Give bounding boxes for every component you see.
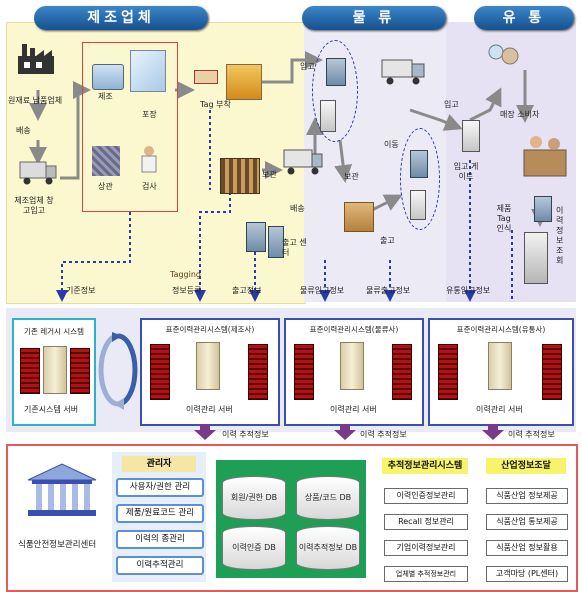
- tag-attach-label: Tag 부착: [200, 100, 231, 110]
- sync-arrows-icon: [98, 330, 138, 410]
- industry-info-title: 산업정보조달: [486, 458, 566, 474]
- log-server-right-icon: [392, 344, 412, 400]
- dist-server-label: 이력관리 서버: [476, 404, 523, 415]
- industry-item-use[interactable]: 식품산업 정보활용: [486, 540, 568, 556]
- truck3-icon: [380, 54, 426, 86]
- mgmt-history-type-button[interactable]: 이력의 종관리: [116, 530, 204, 549]
- out2-label: 출고: [380, 236, 395, 246]
- company-info-label: 기준정보: [66, 286, 95, 296]
- logistics-system-card: 표준이력관리시스템(물류사) 이력관리 서버: [284, 318, 424, 426]
- legacy-server-label: 기존시스템 서버: [24, 404, 78, 415]
- packaging-icon: [130, 50, 166, 92]
- tracking-item-cert[interactable]: 이력인증정보관리: [384, 488, 468, 504]
- industry-item-provide[interactable]: 식품산업 정보제공: [486, 488, 568, 504]
- shipping-label: 상관: [98, 182, 113, 192]
- legacy-server-left-icon: [20, 348, 40, 394]
- mfr-system-card: 표준이력관리시스템(제조사) 이력관리 서버: [140, 318, 280, 426]
- out-info-label: 출고정보: [232, 286, 261, 296]
- retail-consumer-label: 매장 소비자: [500, 110, 539, 120]
- consumer-icon: [486, 42, 522, 72]
- mfr-server-mid-icon: [196, 342, 220, 390]
- reader-icon-3: [410, 150, 428, 178]
- tracking-item-recall[interactable]: Recall 정보관리: [384, 514, 468, 530]
- legacy-system-title: 기존 레거시 시스템: [14, 326, 94, 337]
- logistics-in-info-label: 물류입고정보: [300, 286, 344, 296]
- tagging-label: Tagging: [170, 270, 201, 280]
- truck2-icon: [282, 144, 324, 176]
- dist-server-mid-icon: [488, 342, 512, 390]
- db-member-auth: 회원/권한 DB: [222, 476, 286, 520]
- raw-material-label: 원재료 납품업체: [8, 96, 62, 106]
- gate-reader-icon: [246, 222, 266, 252]
- delivery-label: 배송: [16, 126, 31, 136]
- industry-item-customer[interactable]: 고객마당 (PL센터): [486, 566, 568, 582]
- mfr-system-title: 표준이력관리시스템(제조사): [142, 324, 278, 335]
- move-label: 이동: [384, 140, 399, 150]
- management-title: 관리자: [122, 456, 196, 472]
- manufacture-icon: [92, 64, 124, 90]
- government-building-icon: [24, 462, 100, 518]
- distribution-system-card: 표준이력관리시스템(유통사) 이력관리 서버: [428, 318, 574, 426]
- info-register-label: 정보등록: [172, 286, 201, 296]
- mfr-storage-label: 제조업체 창고입고: [12, 196, 56, 216]
- kiosk-icon: [524, 232, 548, 284]
- log-server-mid-icon: [340, 342, 364, 390]
- tag-reader-consumer-icon: [534, 196, 552, 222]
- warehouse-icon: [220, 158, 260, 194]
- logistics-out-info-label: 물류출고정보: [366, 286, 410, 296]
- logistics-system-title: 표준이력관리시스템(물류사): [286, 324, 422, 335]
- mgmt-user-auth-button[interactable]: 사용자/권한 관리: [116, 478, 204, 497]
- db-history-track: 이력추적정보 DB: [296, 526, 360, 570]
- legacy-server-mid-icon: [43, 346, 67, 394]
- shop-icon: [520, 130, 570, 180]
- consumer-tag-label: 제품 Tag 인식: [494, 204, 514, 234]
- mfr-server-left-icon: [150, 344, 170, 400]
- distribution-system-title: 표준이력관리시스템(유통사): [430, 324, 572, 335]
- db-history-cert: 이력인증 DB: [222, 526, 286, 570]
- mfr-server-label: 이력관리 서버: [186, 404, 233, 415]
- db-product-code: 상품/코드 DB: [296, 476, 360, 520]
- reader-icon-4: [410, 190, 426, 220]
- in1-label: 입고: [300, 62, 315, 72]
- legacy-server-right-icon: [70, 348, 90, 394]
- legacy-system-card: 기존 레거시 시스템 기존시스템 서버: [12, 318, 96, 426]
- tracking-item-company[interactable]: 기업이력정보관리: [384, 540, 468, 556]
- tracking-item-vendor[interactable]: 업체별 추적정보관리: [384, 566, 468, 582]
- track-info-label-3: 이력 추적정보: [508, 430, 555, 440]
- truck-icon: [18, 156, 58, 186]
- info-query-label: 이력정보조회: [556, 206, 568, 266]
- shipping-icon: [92, 146, 120, 176]
- mfr-server-right-icon: [248, 344, 268, 400]
- reader-icon-2: [320, 100, 336, 132]
- in2-label: 입고: [444, 100, 459, 110]
- tag-reader-icon: [226, 64, 262, 100]
- factory-icon: [16, 40, 56, 76]
- log-server-left-icon: [294, 344, 314, 400]
- mgmt-history-track-button[interactable]: 이력추적관리: [116, 556, 204, 575]
- inspection-icon: [136, 144, 162, 176]
- center-name-label: 식품안전정보관리센터: [18, 540, 96, 550]
- reader-icon-1: [326, 58, 346, 86]
- packaging-label: 포장: [142, 110, 157, 120]
- delivery2-label: 배송: [290, 204, 305, 214]
- industry-item-notify[interactable]: 식품산업 통보제공: [486, 514, 568, 530]
- in-gate-label: 입고 게이트: [452, 162, 480, 182]
- dist-server-right-icon: [542, 344, 562, 400]
- storage2-label: 보관: [344, 172, 359, 182]
- manufacture-label: 제조: [98, 92, 113, 102]
- storage-label: 보관: [262, 170, 277, 180]
- track-info-label-2: 이력 추적정보: [360, 430, 407, 440]
- log-server-label: 이력관리 서버: [330, 404, 377, 415]
- retail-in-info-label: 유통입고정보: [446, 286, 490, 296]
- boxes-icon: [344, 202, 374, 232]
- tracking-system-title: 추적정보관리시스템: [382, 458, 468, 474]
- inspection-label: 검사: [142, 182, 157, 192]
- in-gate-icon: [462, 120, 480, 152]
- track-arrows: [0, 422, 582, 444]
- tag-icon: [194, 70, 218, 84]
- dist-server-left-icon: [438, 344, 458, 400]
- out-center-label: 출고 센터: [282, 238, 312, 258]
- mgmt-product-code-button[interactable]: 제품/원료코드 관리: [116, 504, 204, 523]
- track-info-label-1: 이력 추적정보: [222, 430, 269, 440]
